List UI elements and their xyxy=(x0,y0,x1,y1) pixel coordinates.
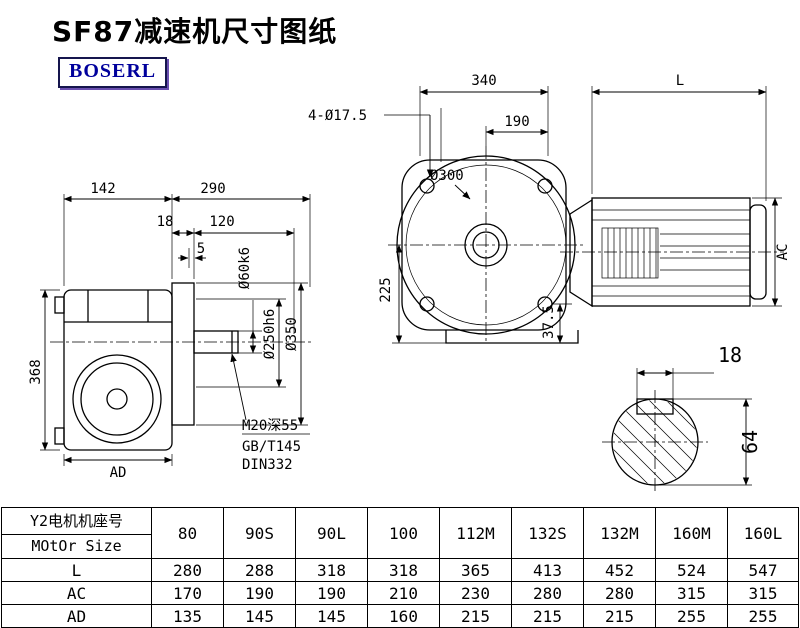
dim-120: 120 xyxy=(209,214,234,230)
cell-L-160L: 547 xyxy=(727,558,799,582)
header-motor-size-cell: Y2电机机座号 MOtOr Size xyxy=(1,507,152,559)
cell-AC-160L: 315 xyxy=(727,581,799,605)
column-header-132S: 132S xyxy=(511,507,584,559)
cell-L-132M: 452 xyxy=(583,558,656,582)
dim-290: 290 xyxy=(200,181,225,197)
cell-L-100: 318 xyxy=(367,558,440,582)
header-label-en: MOtOr Size xyxy=(31,537,122,555)
column-header-160M: 160M xyxy=(655,507,728,559)
dim-dia-250: Ø250h6 xyxy=(262,309,278,360)
cell-L-80: 280 xyxy=(151,558,224,582)
dim-dia-300: Ø300 xyxy=(430,168,464,184)
cell-AD-160M: 255 xyxy=(655,604,728,628)
table-header-row: Y2电机机座号 MOtOr Size 80 90S 90L 100 112M 1… xyxy=(1,507,799,559)
dim-AC: AC xyxy=(775,244,791,261)
brand-logo: BOSERL xyxy=(58,57,168,88)
note-m20-thread: M20深55 xyxy=(242,418,298,434)
cell-L-90L: 318 xyxy=(295,558,368,582)
dim-225: 225 xyxy=(378,277,394,302)
row-label-AD: AD xyxy=(1,604,152,628)
cell-AC-90S: 190 xyxy=(223,581,296,605)
cell-AD-160L: 255 xyxy=(727,604,799,628)
note-din-standard: DIN332 xyxy=(242,457,293,473)
front-view-dimensions: 340 L 4-Ø17.5 190 Ø300 225 37.5 AC xyxy=(308,73,791,344)
dim-L: L xyxy=(676,73,684,89)
cell-AD-132M: 215 xyxy=(583,604,656,628)
column-header-90L: 90L xyxy=(295,507,368,559)
column-header-80: 80 xyxy=(151,507,224,559)
cell-AC-112M: 230 xyxy=(439,581,512,605)
cell-AC-90L: 190 xyxy=(295,581,368,605)
cell-L-112M: 365 xyxy=(439,558,512,582)
table-row-L: L 280 288 318 318 365 413 452 524 547 xyxy=(1,558,799,582)
shaft-end-view: 18 64 xyxy=(602,343,762,494)
column-header-90S: 90S xyxy=(223,507,296,559)
dim-key-64: 64 xyxy=(738,430,762,454)
shaft-hatching xyxy=(613,400,697,484)
dim-key-18: 18 xyxy=(718,343,742,367)
row-label-AC: AC xyxy=(1,581,152,605)
technical-drawing: 142 290 18 120 5 368 AD Ø60k6 Ø250h6 xyxy=(28,73,791,494)
row-label-L: L xyxy=(1,558,152,582)
cell-AD-112M: 215 xyxy=(439,604,512,628)
table-row-AD: AD 135 145 145 160 215 215 215 255 255 xyxy=(1,604,799,628)
cell-AC-100: 210 xyxy=(367,581,440,605)
column-header-160L: 160L xyxy=(727,507,799,559)
column-header-100: 100 xyxy=(367,507,440,559)
dim-dia-60: Ø60k6 xyxy=(237,247,253,289)
column-header-112M: 112M xyxy=(439,507,512,559)
dim-AD: AD xyxy=(110,465,127,481)
dim-37-5: 37.5 xyxy=(541,305,557,339)
dim-dia-350: Ø350 xyxy=(284,317,300,351)
cell-AC-132M: 280 xyxy=(583,581,656,605)
motor-size-table: Y2电机机座号 MOtOr Size 80 90S 90L 100 112M 1… xyxy=(1,507,799,628)
cell-L-132S: 413 xyxy=(511,558,584,582)
note-gb-standard: GB/T145 xyxy=(242,439,301,455)
dim-190: 190 xyxy=(504,114,529,130)
dim-5: 5 xyxy=(197,241,205,257)
cell-AD-90L: 145 xyxy=(295,604,368,628)
dim-bolt-holes: 4-Ø17.5 xyxy=(308,108,367,124)
cell-AD-132S: 215 xyxy=(511,604,584,628)
cell-AC-132S: 280 xyxy=(511,581,584,605)
dim-18: 18 xyxy=(157,214,174,230)
page-title: SF87减速机尺寸图纸 xyxy=(52,15,338,48)
cell-AD-80: 135 xyxy=(151,604,224,628)
table-row-AC: AC 170 190 190 210 230 280 280 315 315 xyxy=(1,581,799,605)
cell-L-90S: 288 xyxy=(223,558,296,582)
dim-368: 368 xyxy=(28,359,44,384)
cell-AD-100: 160 xyxy=(367,604,440,628)
cell-L-160M: 524 xyxy=(655,558,728,582)
dim-142: 142 xyxy=(90,181,115,197)
left-view-dimensions: 142 290 18 120 5 368 AD Ø60k6 Ø250h6 xyxy=(28,181,311,481)
cell-AC-160M: 315 xyxy=(655,581,728,605)
dim-340: 340 xyxy=(471,73,496,89)
column-header-132M: 132M xyxy=(583,507,656,559)
left-view-outline xyxy=(50,282,314,451)
cell-AC-80: 170 xyxy=(151,581,224,605)
cell-AD-90S: 145 xyxy=(223,604,296,628)
header-label-cn: Y2电机机座号 xyxy=(2,508,151,535)
